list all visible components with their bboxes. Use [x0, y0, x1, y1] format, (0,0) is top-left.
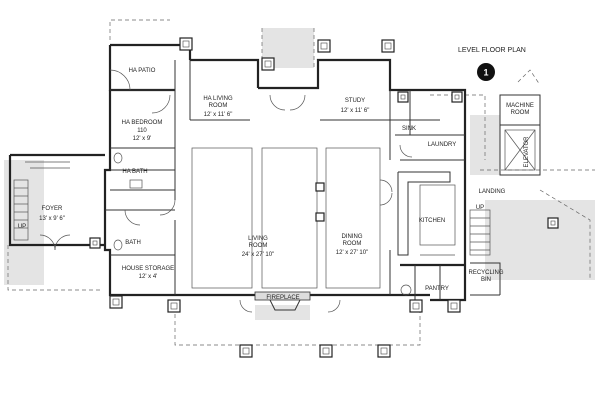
sink-label: SINK [402, 126, 416, 132]
landing-stair [469, 209, 491, 256]
bath-fixtures [113, 152, 143, 251]
overhang-outlines [7, 19, 595, 346]
living-room-dims: 24' x 27' 10" [242, 252, 274, 258]
living-room-label-2: ROOM [249, 243, 268, 249]
living-room-label-1: LIVING [248, 236, 268, 242]
foyer-stair [13, 161, 70, 241]
landing-label: LANDING [479, 189, 506, 195]
foyer-up-label: UP [18, 224, 26, 230]
ha-living-room-label-2: ROOM [209, 103, 228, 109]
kitchen-label: KITCHEN [419, 218, 445, 224]
elevator-block [499, 94, 541, 176]
terrace-hatching [4, 28, 595, 320]
pantry-label: PANTRY [425, 286, 449, 292]
machine-room-label-1: MACHINE [506, 103, 534, 109]
bath-label: BATH [125, 240, 141, 246]
plan-number: 1 [483, 68, 488, 78]
ha-bath-label: HA BATH [122, 169, 147, 175]
ha-living-room-dims: 12' x 11' 6" [204, 112, 233, 118]
foyer-dims: 13' x 9' 6" [39, 216, 65, 222]
recycling-bin-label-1: RECYCLING [468, 270, 503, 276]
kitchen-counters [397, 171, 456, 296]
study-dims: 12' x 11' 6" [341, 108, 370, 114]
ha-bedroom-dims: 12' x 9' [133, 136, 152, 142]
landing-up-label: UP [476, 205, 484, 211]
fireplace [254, 291, 311, 311]
plan-number-badge [477, 63, 495, 81]
plan-title: LEVEL FLOOR PLAN [458, 47, 526, 54]
ha-bedroom-label: HA BEDROOM [122, 120, 163, 126]
exterior-walls [8, 43, 467, 302]
ha-living-room-label-1: HA LIVING [203, 96, 233, 102]
room-labels: HA PATIO HA LIVING ROOM 12' x 11' 6" STU… [18, 68, 534, 301]
house-storage-dims: 12' x 4' [139, 274, 158, 280]
fireplace-label: FIREPLACE [266, 295, 299, 301]
recycling-bin-label-2: BIN [481, 277, 491, 283]
interior-walls [105, 60, 501, 300]
ha-patio-label: HA PATIO [129, 68, 156, 74]
laundry-label: LAUNDRY [428, 142, 457, 148]
house-storage-label: HOUSE STORAGE [122, 266, 174, 272]
plan-title-block: LEVEL FLOOR PLAN 1 [458, 47, 526, 81]
columns [89, 37, 559, 358]
elevator-label: ELEVATOR [524, 136, 530, 168]
dining-room-dims: 12' x 27' 10" [336, 250, 368, 256]
study-label: STUDY [345, 98, 365, 104]
dining-room-label-2: ROOM [343, 241, 362, 247]
dining-room-label-1: DINING [342, 234, 363, 240]
ha-bedroom-number: 110 [137, 128, 147, 134]
machine-room-label-2: ROOM [511, 110, 530, 116]
ceiling-beams [191, 147, 381, 289]
doors [39, 69, 413, 313]
foyer-label: FOYER [42, 206, 63, 212]
